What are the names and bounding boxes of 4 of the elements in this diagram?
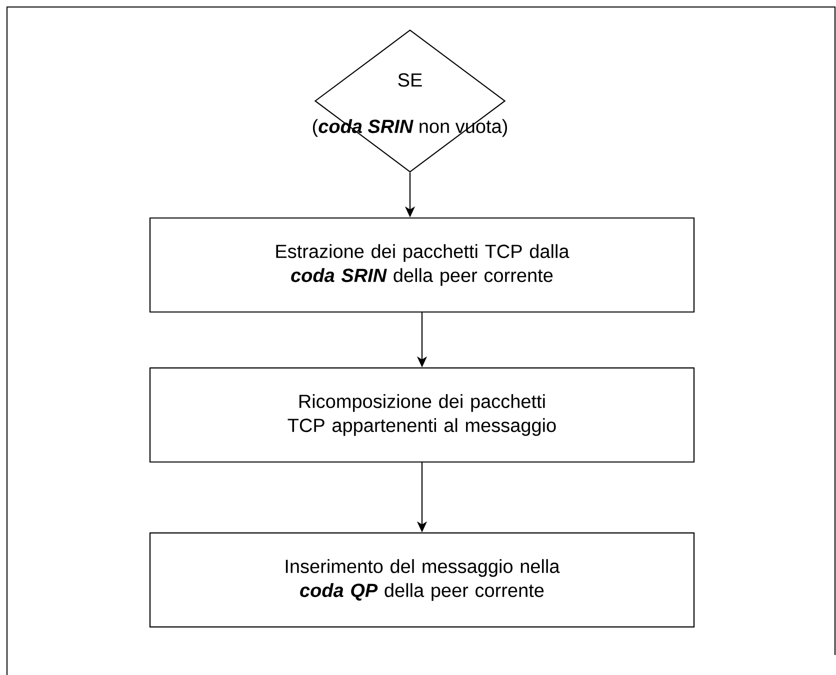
process-box: Estrazione dei pacchetti TCP dalla coda SRIN della peer corrente [149,217,695,313]
diamond-label: SE [398,73,422,87]
process-box: Ricomposizione dei pacchetti TCP appartenenti al messaggio [149,367,695,463]
process-box: Inserimento del messaggio nella coda QP della peer corrente [149,532,695,628]
